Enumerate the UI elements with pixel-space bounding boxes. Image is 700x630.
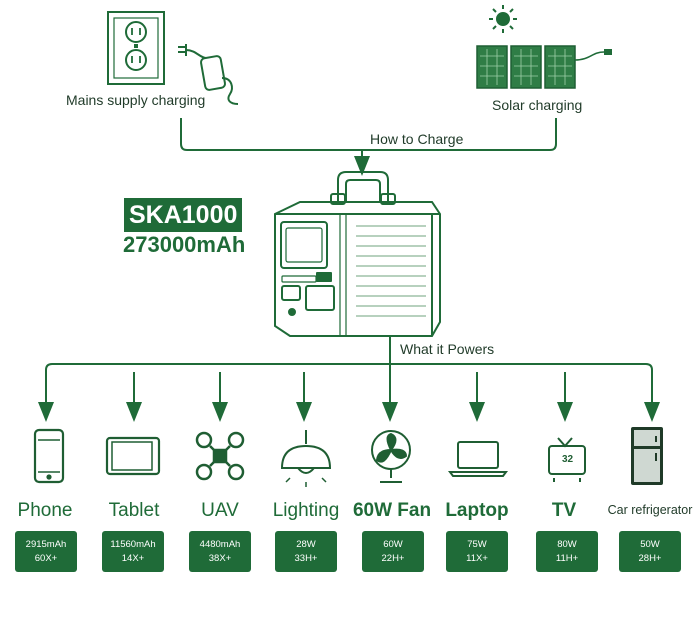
card-line2: 60X+ bbox=[34, 552, 58, 564]
card-line2: 38X+ bbox=[208, 552, 232, 564]
sun-icon bbox=[489, 5, 517, 33]
mains-charging-label: Mains supply charging bbox=[66, 92, 206, 108]
card-line1: 60W bbox=[383, 538, 403, 550]
device-card-uav: 4480mAh 38X+ bbox=[189, 531, 251, 572]
device-name-phone: Phone bbox=[17, 500, 73, 521]
device-card-lighting: 28W 33H+ bbox=[275, 531, 337, 572]
solar-charging-label: Solar charging bbox=[492, 97, 583, 113]
card-line1: 80W bbox=[557, 538, 577, 550]
device-name-tablet: Tablet bbox=[108, 500, 160, 521]
device-card-tablet: 11560mAh 14X+ bbox=[102, 531, 164, 572]
charger-adapter-icon bbox=[178, 44, 239, 105]
device-name-laptop: Laptop bbox=[445, 500, 509, 521]
capacity-value: 273000mAh bbox=[123, 232, 246, 257]
power-station-icon bbox=[274, 171, 441, 337]
card-line2: 33H+ bbox=[294, 552, 318, 564]
device-name-car-refrigerator: Car refrigerator bbox=[607, 503, 693, 517]
card-line2: 11X+ bbox=[466, 552, 488, 564]
card-line1: 28W bbox=[296, 538, 316, 550]
model-name: SKA1000 bbox=[124, 198, 243, 232]
card-line1: 2915mAh bbox=[25, 538, 67, 550]
card-line2: 14X+ bbox=[121, 552, 145, 564]
laptop-icon bbox=[448, 441, 508, 477]
card-line1: 75W bbox=[467, 538, 487, 550]
card-line1: 50W bbox=[640, 538, 660, 550]
drone-icon bbox=[195, 431, 245, 481]
fan-icon bbox=[371, 430, 411, 483]
device-card-phone: 2915mAh 60X+ bbox=[15, 531, 77, 572]
what-it-powers-label: What it Powers bbox=[400, 341, 495, 357]
device-name-lighting: Lighting bbox=[272, 500, 340, 521]
device-card-laptop: 75W 11X+ bbox=[446, 531, 508, 572]
card-line1: 11560mAh bbox=[110, 538, 156, 550]
how-to-charge-label: How to Charge bbox=[370, 131, 464, 147]
phone-icon bbox=[33, 428, 65, 484]
charge-connector bbox=[180, 118, 557, 176]
device-card-car-refrigerator: 50W 28H+ bbox=[619, 531, 681, 572]
device-name-fan: 60W Fan bbox=[352, 500, 432, 521]
wall-outlet-icon bbox=[107, 11, 165, 85]
device-card-tv: 80W 11H+ bbox=[536, 531, 598, 572]
refrigerator-icon bbox=[631, 427, 663, 485]
card-line2: 22H+ bbox=[381, 552, 405, 564]
card-line2: 11H+ bbox=[555, 552, 579, 564]
card-line2: 28H+ bbox=[638, 552, 662, 564]
tablet-icon bbox=[105, 436, 161, 476]
tv-icon bbox=[548, 437, 586, 482]
lamp-icon bbox=[280, 430, 332, 487]
solar-panel-icon bbox=[476, 45, 612, 89]
device-name-tv: TV bbox=[551, 500, 577, 521]
device-card-fan: 60W 22H+ bbox=[362, 531, 424, 572]
device-name-uav: UAV bbox=[201, 500, 239, 521]
card-line1: 4480mAh bbox=[199, 538, 241, 550]
tv-screen-label: 32 bbox=[562, 454, 574, 465]
power-distribution-lines bbox=[38, 336, 660, 422]
